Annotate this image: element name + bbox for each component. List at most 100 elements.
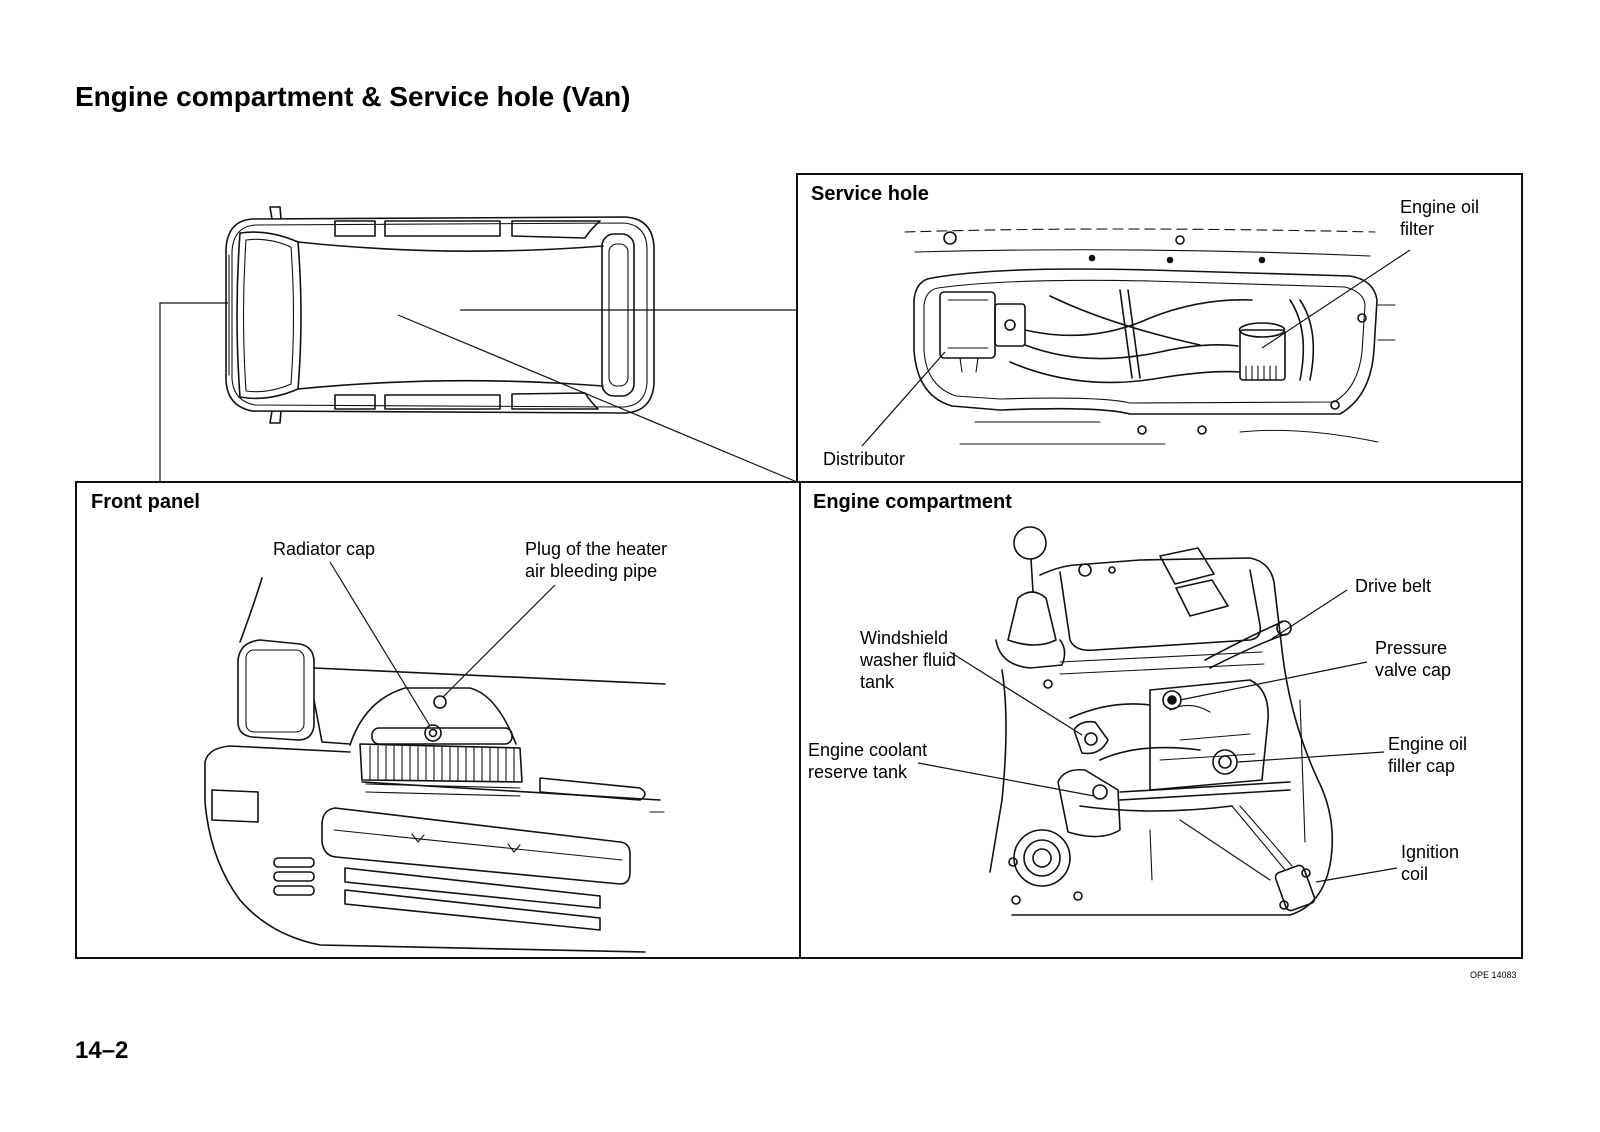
headlight-housing — [237, 639, 315, 741]
label-coolant-reserve-tank-line-1: Engine coolant — [808, 740, 927, 760]
ignition-coil — [1274, 864, 1316, 912]
gear-shift-knob — [1013, 526, 1047, 560]
hose-diagonal — [1049, 295, 1201, 346]
front-panel-heading: Front panel — [91, 491, 200, 513]
side-vent-3 — [273, 885, 315, 896]
label-washer-fluid-tank-line-3: tank — [860, 672, 895, 692]
label-engine-oil-filter: Engine oil filter — [1400, 197, 1479, 239]
air-cleaner-middle — [1023, 839, 1061, 877]
floor-bolt-b — [1073, 891, 1083, 901]
leader-engine-oil-filler-cap — [1237, 751, 1385, 763]
seat-latch-2 — [1175, 579, 1229, 617]
radiator-lower-row — [365, 783, 521, 797]
label-engine-oil-filter-line-1: Engine oil — [1400, 197, 1479, 217]
service-hole-opening-outline — [913, 268, 1378, 415]
connector-engine-compartment — [397, 314, 798, 483]
cylinder-head-detail — [1159, 704, 1256, 761]
leader-heater-plug — [442, 584, 556, 698]
label-washer-fluid-tank: Windshield washer fluid tank — [859, 628, 956, 692]
washer-fluid-tank-cap — [1084, 732, 1098, 746]
side-vent-1 — [273, 857, 315, 868]
oil-filter-ribs — [1245, 365, 1277, 381]
leader-drive-belt — [1269, 589, 1348, 641]
label-washer-fluid-tank-line-1: Windshield — [860, 628, 948, 648]
cross-member-lower — [959, 421, 1379, 445]
radiator-core-fins — [369, 745, 515, 782]
pipe-vertical — [1119, 289, 1141, 379]
gear-shift-boot — [1007, 591, 1057, 646]
front-grille-inner — [333, 829, 623, 861]
leader-ignition-coil — [1315, 867, 1398, 883]
connector-front-panel — [159, 302, 228, 482]
leader-washer-fluid-tank — [949, 651, 1083, 736]
label-ignition-coil-line-1: Ignition — [1401, 842, 1459, 862]
label-washer-fluid-tank-line-2: washer fluid — [859, 650, 956, 670]
page-number: 14–2 — [75, 1037, 128, 1064]
hose-a — [1069, 703, 1151, 719]
van-roof-edge-bottom — [297, 379, 604, 390]
leader-radiator-cap — [329, 561, 431, 727]
floor-rib-line — [914, 249, 1371, 257]
leader-distributor — [861, 351, 946, 447]
van-rear-window — [601, 233, 635, 397]
side-member — [1377, 304, 1396, 341]
radiator-cap-center — [428, 728, 438, 738]
rivet-3 — [1258, 256, 1266, 264]
fuel-line — [1119, 781, 1291, 801]
pressure-valve-cap-center — [1167, 695, 1177, 705]
air-cleaner-nut — [1032, 848, 1052, 868]
compartment-left-edge — [989, 669, 1007, 873]
body-side-edge — [313, 699, 351, 745]
tray-bolt-1 — [1078, 563, 1092, 577]
cylinder-head — [1149, 679, 1269, 791]
radiator-core — [359, 743, 523, 783]
front-panel-illustration — [204, 577, 666, 953]
license-plate-mount — [211, 789, 259, 823]
floor-bolt-a — [1008, 857, 1018, 867]
gear-shift-boot-base — [995, 639, 1066, 669]
label-ignition-coil: Ignition coil — [1401, 842, 1459, 884]
lower-grille-slot-2 — [344, 889, 601, 931]
van-rear-window-inner — [608, 243, 629, 387]
label-pressure-valve-cap-line-1: Pressure — [1375, 638, 1447, 658]
heater-air-bleeding-plug — [433, 695, 447, 709]
compartment-outline — [1039, 557, 1334, 916]
coolant-reserve-tank-cap — [1092, 784, 1108, 800]
bumper-strip — [539, 777, 646, 801]
tray-bolt-3 — [1043, 679, 1053, 689]
label-engine-oil-filler-cap: Engine oil filler cap — [1388, 734, 1467, 776]
label-coolant-reserve-tank-line-2: reserve tank — [808, 762, 908, 782]
engine-compartment-illustration — [989, 526, 1334, 916]
seat-latch-1 — [1159, 547, 1215, 585]
figure-code: OPE 14083 — [1470, 970, 1517, 980]
van-mirror-bottom — [269, 410, 282, 424]
a-pillar — [239, 577, 263, 643]
ignition-coil-terminal-1 — [1279, 900, 1289, 910]
rivet-2 — [1166, 256, 1174, 264]
headlight-lens — [245, 649, 305, 733]
label-engine-oil-filler-cap-line-1: Engine oil — [1388, 734, 1467, 754]
cowl-opening — [349, 687, 517, 746]
right-bolt-bottom — [1330, 400, 1340, 410]
drive-belt — [1204, 621, 1287, 669]
ignition-wires — [1231, 805, 1293, 871]
radiator-cap — [424, 724, 442, 742]
label-drive-belt: Drive belt — [1355, 576, 1431, 596]
air-cleaner-outer — [1013, 829, 1071, 887]
label-distributor: Distributor — [823, 449, 905, 469]
distributor-detail — [947, 299, 989, 373]
label-coolant-reserve-tank: Engine coolant reserve tank — [808, 740, 927, 782]
leader-coolant-reserve-tank — [917, 762, 1095, 797]
van-side-window-top-rear — [511, 220, 601, 239]
cross-rail — [1059, 651, 1265, 675]
label-heater-plug-line-1: Plug of the heater — [525, 539, 667, 559]
side-vent-2 — [273, 871, 315, 882]
distributor-cap — [994, 303, 1026, 347]
van-side-window-bottom-front — [334, 394, 376, 410]
engine-oil-filler-cap — [1212, 749, 1238, 775]
coolant-reserve-tank — [1057, 768, 1121, 838]
leader-engine-oil-filter — [1261, 249, 1411, 349]
cross-bolt-2 — [1197, 425, 1207, 435]
van-windshield-inner — [242, 238, 295, 393]
van-body-inner-outline — [231, 222, 648, 408]
